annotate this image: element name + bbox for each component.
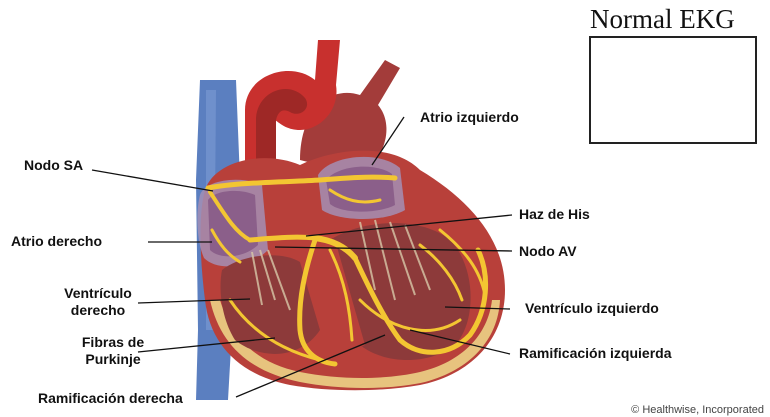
label-ventriculo-derecho-line2: derecho [56,302,140,319]
label-ramificacion-derecha: Ramificación derecha [38,390,183,407]
label-atrio-izquierdo: Atrio izquierdo [420,109,519,126]
label-ventriculo-derecho: Ventrículo derecho [56,285,140,319]
label-nodo-sa: Nodo SA [24,157,83,174]
leader-nodo-sa [92,170,213,191]
label-fibras-line1: Fibras de [78,334,148,351]
ekg-panel [589,36,757,144]
label-fibras-purkinje: Fibras de Purkinje [78,334,148,368]
copyright-credit: © Healthwise, Incorporated [631,404,764,416]
left-atrium-inner [326,167,395,212]
label-fibras-line2: Purkinje [78,351,148,368]
label-haz-de-his: Haz de His [519,206,590,223]
ekg-title: Normal EKG [590,4,735,34]
label-ventriculo-derecho-line1: Ventrículo [56,285,140,302]
label-ramificacion-izquierda: Ramificación izquierda [519,345,671,362]
label-atrio-derecho: Atrio derecho [11,233,102,250]
label-nodo-av: Nodo AV [519,243,577,260]
label-ventriculo-izquierdo: Ventrículo izquierdo [525,300,659,317]
